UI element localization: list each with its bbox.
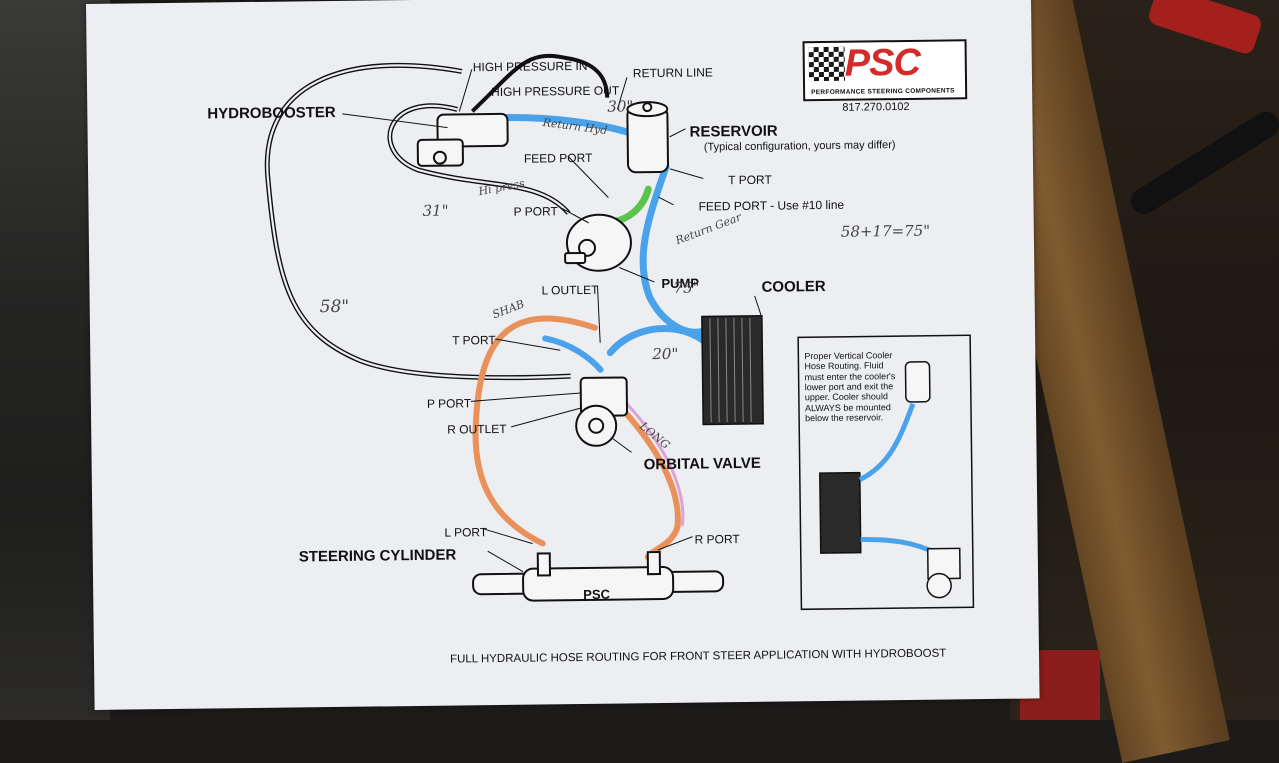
orange-l-hose: [472, 315, 598, 547]
label-feed-port-note: FEED PORT - Use #10 line: [698, 197, 845, 214]
label-hydrobooster: HYDROBOOSTER: [207, 103, 336, 123]
hose-58-inner: [266, 64, 571, 379]
steering-cylinder: [472, 551, 725, 602]
label-cooler: COOLER: [761, 277, 826, 296]
hydrobooster: [416, 112, 509, 167]
cooler: [701, 315, 764, 426]
hose-diagram: [264, 53, 975, 611]
blue-t-port: [542, 335, 604, 373]
handwritten-sum: 58+17=75": [840, 221, 931, 241]
label-reservoir-note: (Typical configuration, yours may differ…: [703, 139, 896, 154]
label-reservoir: RESERVOIR: [689, 122, 778, 141]
label-t-port-reservoir: T PORT: [728, 172, 772, 188]
label-cylinder-brand: PSC: [583, 586, 611, 602]
label-p-port-pump: P PORT: [513, 204, 558, 219]
pump: [564, 213, 632, 272]
hose-hp-loop: [470, 53, 610, 113]
reservoir: [626, 101, 669, 174]
label-high-pressure-out: HIGH PRESSURE OUT: [491, 83, 620, 100]
label-r-outlet: R OUTLET: [447, 421, 507, 437]
handwritten-30: 30": [607, 97, 634, 116]
label-l-port: L PORT: [444, 525, 488, 540]
blue-feed: [639, 163, 709, 336]
handwritten-58: 58": [319, 296, 350, 318]
green-feed: [610, 185, 652, 226]
label-orbital-valve: ORBITAL VALVE: [643, 454, 761, 474]
label-r-port: R PORT: [694, 532, 740, 547]
inset-note: Proper Vertical Cooler Hose Routing. Flu…: [804, 350, 896, 424]
handwritten-31: 31": [422, 201, 449, 220]
handwritten-20: 20": [652, 344, 679, 364]
label-p-port-valve: P PORT: [426, 396, 472, 411]
orange-r-hose: [607, 394, 681, 561]
label-l-outlet: L OUTLET: [541, 282, 599, 298]
label-steering-cylinder: STEERING CYLINDER: [298, 546, 457, 566]
orbital-valve: [575, 376, 629, 447]
cooler-routing-inset: [797, 334, 975, 611]
label-high-pressure-in: HIGH PRESSURE IN: [472, 58, 588, 75]
diagram-sheet: PSC PERFORMANCE STEERING COMPONENTS 817.…: [86, 0, 1040, 710]
label-t-port-valve: T PORT: [452, 333, 496, 348]
handwritten-75: 75": [673, 278, 700, 297]
hose-31-inner: [388, 104, 570, 214]
label-feed-port-top: FEED PORT: [523, 150, 593, 166]
label-return-line: RETURN LINE: [632, 65, 713, 81]
pink-r-hose: [614, 391, 685, 527]
